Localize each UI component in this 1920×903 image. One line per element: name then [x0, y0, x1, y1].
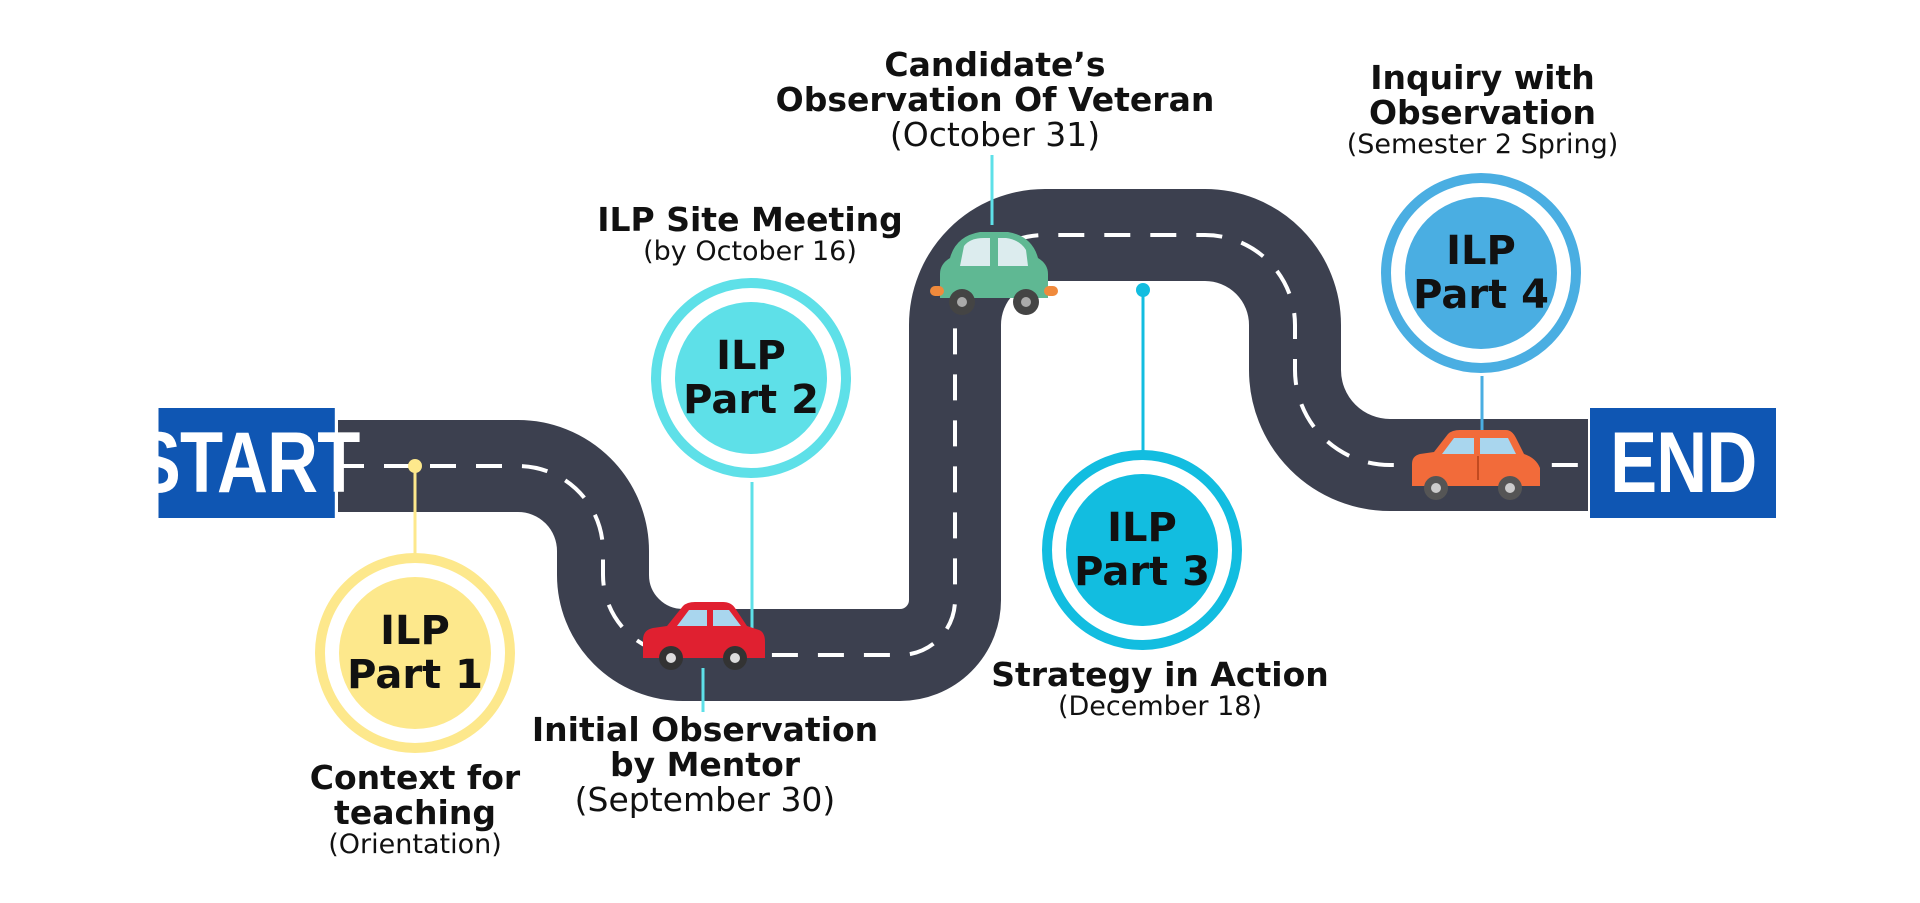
badge-part3: ILP Part 3 [1042, 450, 1242, 650]
label-part1-title-line1: Context for [309, 758, 521, 797]
badge-part3-line1: ILP [1107, 505, 1177, 551]
label-part2: ILP Site Meeting (by October 16) [585, 202, 915, 267]
label-part1-note: (Orientation) [328, 829, 502, 860]
label-part4-note: (Semester 2 Spring) [1346, 129, 1619, 160]
badge-part4-line2: Part 4 [1413, 272, 1549, 318]
label-initial-observation: Initial Observation by Mentor (September… [520, 712, 890, 817]
label-part3: Strategy in Action (December 18) [975, 657, 1345, 722]
badge-part3-line2: Part 3 [1074, 549, 1210, 595]
badge-part2: ILP Part 2 [651, 278, 851, 478]
label-part1: Context for teaching (Orientation) [280, 760, 550, 860]
label-initial-observation-note: (September 30) [574, 780, 836, 819]
orange-car-icon [1412, 430, 1540, 500]
badge-part4-line1: ILP [1446, 228, 1516, 274]
badge-part2-line1: ILP [716, 333, 786, 379]
lane-markings [338, 233, 1588, 657]
label-candidate-observation-line2: Observation Of Veteran [775, 80, 1215, 119]
label-candidate-observation: Candidate’s Observation Of Veteran (Octo… [770, 47, 1220, 152]
label-part2-title: ILP Site Meeting [597, 200, 903, 239]
start-sign: START [134, 408, 360, 518]
label-part4: Inquiry with Observation (Semester 2 Spr… [1320, 60, 1645, 160]
label-part3-title: Strategy in Action [991, 655, 1329, 694]
red-car-icon [643, 602, 765, 670]
badge-part1-line2: Part 1 [347, 652, 483, 698]
end-sign: END [1590, 408, 1776, 518]
badge-part2-line2: Part 2 [683, 377, 819, 423]
label-part2-note: (by October 16) [643, 236, 857, 267]
label-initial-observation-line2: by Mentor [609, 745, 801, 784]
label-part1-title-line2: teaching [334, 793, 496, 832]
label-initial-observation-line1: Initial Observation [531, 710, 879, 749]
label-part4-title-line1: Inquiry with [1370, 58, 1595, 97]
green-car-icon [930, 232, 1058, 315]
start-sign-label: START [133, 414, 361, 511]
badge-part1: ILP Part 1 [315, 553, 515, 753]
label-candidate-observation-note: (October 31) [889, 115, 1101, 154]
label-part4-title-line2: Observation [1368, 93, 1596, 132]
label-part3-note: (December 18) [1057, 691, 1263, 722]
badge-part1-line1: ILP [380, 608, 450, 654]
end-sign-label: END [1609, 414, 1757, 511]
label-candidate-observation-line1: Candidate’s [884, 45, 1106, 84]
badge-part4: ILP Part 4 [1381, 173, 1581, 373]
connector-dot-part1 [408, 459, 422, 473]
connector-dot-part3 [1136, 283, 1150, 297]
